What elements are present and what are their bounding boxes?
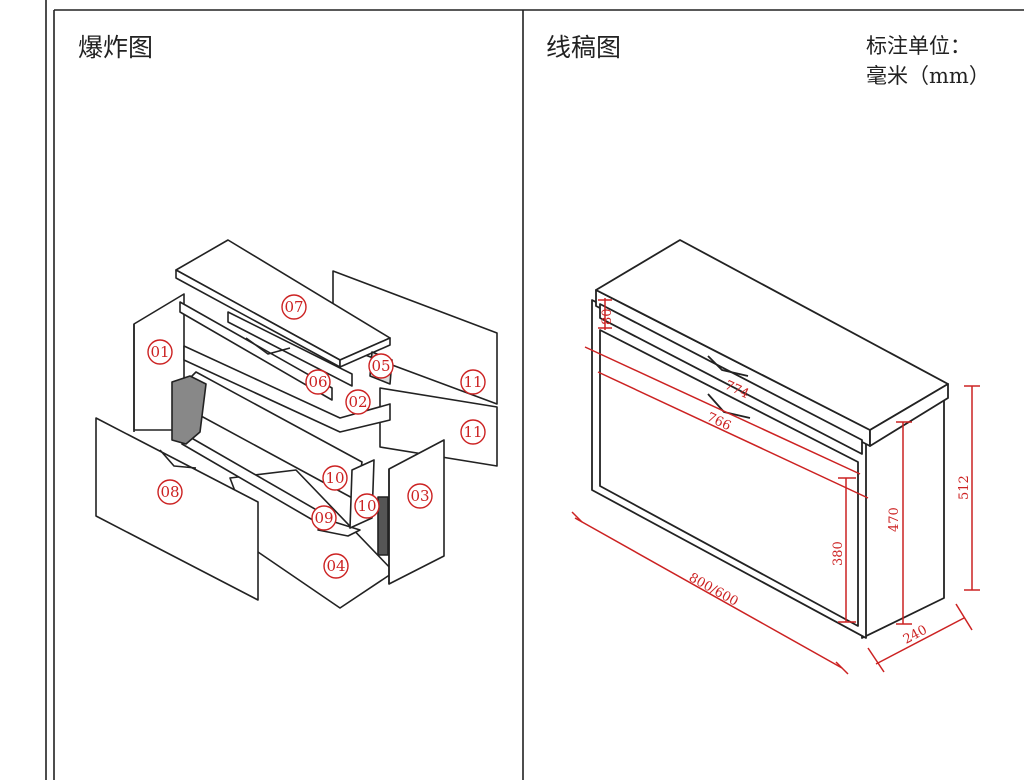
- rail-06: [179, 301, 333, 401]
- dim-380: 380: [831, 541, 846, 566]
- dim-470: 470: [887, 507, 902, 532]
- part-label-02: 02: [348, 393, 367, 411]
- dim-80: 80: [600, 308, 615, 325]
- exploded-view-title: 爆炸图: [78, 33, 154, 62]
- part-circle-04: [323, 553, 349, 579]
- hinge-right: [377, 496, 389, 556]
- line-drawing-title: 线稿图: [546, 33, 622, 62]
- part-circle-07: [281, 294, 307, 320]
- sheet-frame: [45, 0, 1024, 780]
- part-circle-11a: [460, 369, 486, 395]
- hinge-left: [171, 375, 207, 445]
- part-label-01: 01: [150, 343, 169, 361]
- part-circle-08: [157, 479, 183, 505]
- part-circle-02: [345, 389, 371, 415]
- part-circle-01: [147, 339, 173, 365]
- part-label-09: 09: [314, 509, 333, 527]
- part-circle-10b: [354, 493, 380, 519]
- part-label-06: 06: [308, 373, 327, 391]
- part-circle-03: [407, 483, 433, 509]
- part-label-10: 10: [325, 469, 344, 487]
- front-door: [95, 417, 259, 601]
- part-label-03: 03: [410, 487, 429, 505]
- dimension-lines: [571, 298, 980, 675]
- part-label-10b: 10: [357, 497, 376, 515]
- part-label-11a: 11: [463, 373, 482, 391]
- dim-512: 512: [957, 475, 972, 500]
- part-label-07: 07: [284, 298, 303, 316]
- right-side-panel: [388, 439, 445, 585]
- dim-800-600: 800/600: [686, 570, 741, 609]
- cabinet-door: [599, 329, 859, 627]
- rail-02: [183, 345, 391, 433]
- back-panel-lower: [379, 387, 498, 467]
- part-labels: [147, 294, 486, 579]
- rail-05: [227, 311, 353, 387]
- part-label-08: 08: [160, 483, 179, 501]
- unit-note-label: 标注单位：: [866, 34, 971, 58]
- line-drawing: [591, 239, 949, 639]
- part-label-04: 04: [326, 557, 345, 575]
- part-circle-10: [322, 465, 348, 491]
- handle-upper: [707, 355, 749, 377]
- part-label-05: 05: [371, 357, 390, 375]
- exploded-view: [95, 239, 498, 609]
- unit-note-value: 毫米（mm）: [866, 64, 990, 88]
- part-circle-06: [305, 369, 331, 395]
- part-label-11b: 11: [463, 423, 482, 441]
- part-circle-11b: [460, 419, 486, 445]
- cabinet-flap: [599, 303, 863, 455]
- part-circle-09: [311, 505, 337, 531]
- part-circle-05: [368, 353, 394, 379]
